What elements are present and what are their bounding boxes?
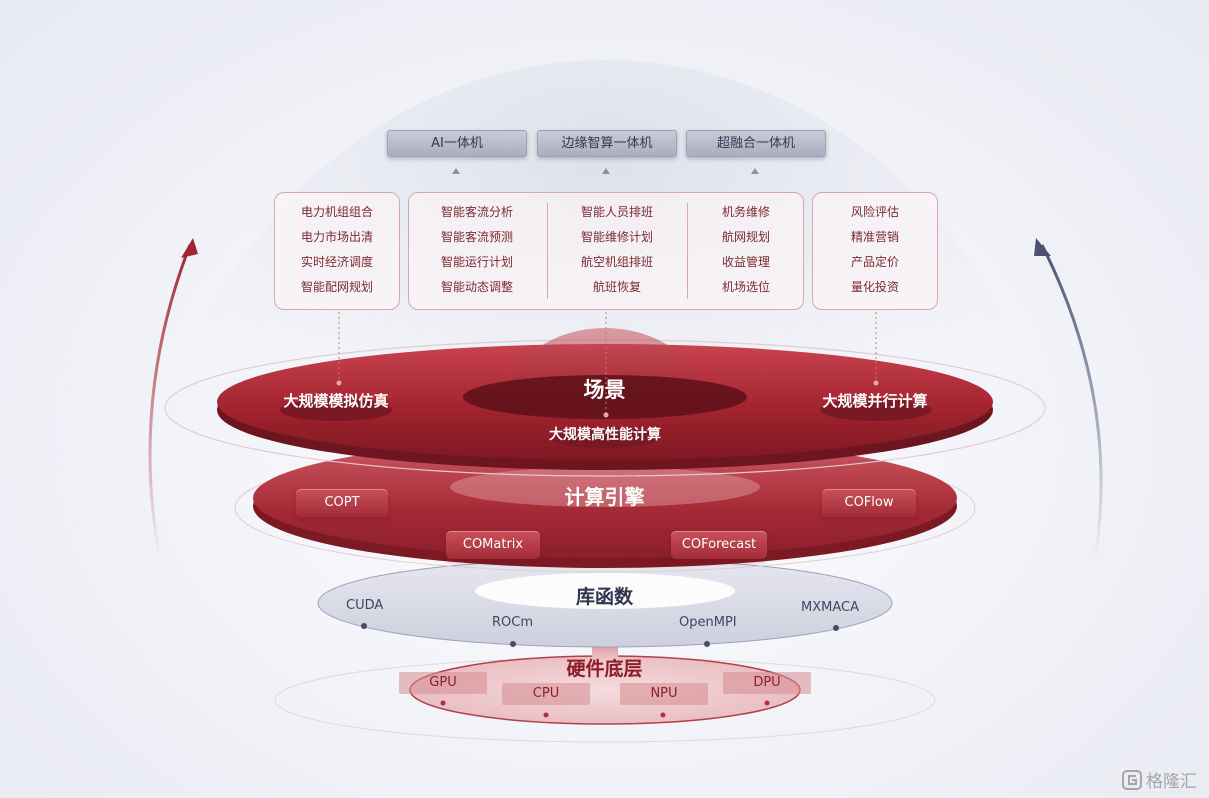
scenario-item: 智能配网规划 (300, 280, 373, 294)
library-rocm: ROCm (492, 615, 534, 630)
library-layer-title: 库函数 (575, 586, 633, 608)
scenario-item: 风险评估 (850, 205, 899, 219)
scenario-item: 智能人员排班 (580, 205, 653, 219)
scenario-item: 航空机组排班 (580, 255, 653, 269)
product-box-ai: AI一体机 (387, 130, 527, 157)
scenario-item: 智能动态调整 (440, 280, 513, 294)
scenario-item: 量化投资 (850, 280, 899, 294)
watermark: 格隆汇 (1122, 767, 1197, 792)
engine-comatrix: COMatrix (446, 531, 540, 559)
divider (547, 203, 548, 299)
scene-label-simulation: 大规模模拟仿真 (283, 392, 389, 410)
hardware-layer-title: 硬件底层 (566, 658, 643, 680)
scenario-item: 产品定价 (850, 255, 899, 269)
scene-label-hpc: 大规模高性能计算 (549, 427, 661, 443)
scenario-item: 智能运行计划 (440, 255, 513, 269)
product-box-hci: 超融合一体机 (686, 130, 826, 157)
scenario-panel-finance: 风险评估 精准营销 产品定价 量化投资 (812, 192, 938, 310)
product-box-edge: 边缘智算一体机 (537, 130, 677, 157)
scenario-list-airport: 机务维修 航网规划 收益管理 机场选位 (693, 200, 799, 300)
scenario-list-airline: 智能人员排班 智能维修计划 航空机组排班 航班恢复 (557, 200, 677, 300)
scenario-panel-power: 电力机组组合 电力市场出清 实时经济调度 智能配网规划 (274, 192, 400, 310)
hardware-npu: NPU (620, 683, 708, 705)
scenario-item: 实时经济调度 (300, 255, 373, 269)
scenario-panel-transport: 智能客流分析 智能客流预测 智能运行计划 智能动态调整 智能人员排班 智能维修计… (408, 192, 804, 310)
hardware-dpu: DPU (723, 672, 811, 694)
scenario-item: 智能客流分析 (440, 205, 513, 219)
up-tick-icon (602, 168, 610, 174)
scenario-item: 精准营销 (850, 230, 899, 244)
up-tick-icon (751, 168, 759, 174)
engine-layer-title: 计算引擎 (564, 485, 645, 509)
scenario-item: 机务维修 (721, 205, 770, 219)
scene-layer-title: 场景 (583, 378, 626, 402)
hardware-gpu: GPU (399, 672, 487, 694)
scenario-item: 航网规划 (721, 230, 770, 244)
watermark-logo-icon (1122, 769, 1142, 790)
watermark-text: 格隆汇 (1146, 772, 1197, 792)
scenario-item: 智能维修计划 (580, 230, 653, 244)
scene-label-parallel: 大规模并行计算 (822, 392, 928, 410)
scenario-list-finance: 风险评估 精准营销 产品定价 量化投资 (813, 200, 937, 300)
divider (687, 203, 688, 299)
scenario-list-transit: 智能客流分析 智能客流预测 智能运行计划 智能动态调整 (417, 200, 537, 300)
scenario-item: 电力市场出清 (300, 230, 373, 244)
scenario-item: 收益管理 (721, 255, 770, 269)
scenario-item: 电力机组组合 (300, 205, 373, 219)
scenario-item: 航班恢复 (592, 280, 641, 294)
scenario-item: 智能客流预测 (440, 230, 513, 244)
engine-copt: COPT (296, 489, 388, 517)
library-mxmaca: MXMACA (801, 600, 859, 615)
scenario-item: 机场选位 (721, 280, 770, 294)
engine-coforecast: COForecast (671, 531, 767, 559)
engine-coflow: COFlow (822, 489, 916, 517)
library-cuda: CUDA (346, 598, 384, 613)
up-tick-icon (452, 168, 460, 174)
scenario-list-power: 电力机组组合 电力市场出清 实时经济调度 智能配网规划 (275, 200, 399, 300)
hardware-cpu: CPU (502, 683, 590, 705)
library-openmpi: OpenMPI (679, 615, 737, 630)
